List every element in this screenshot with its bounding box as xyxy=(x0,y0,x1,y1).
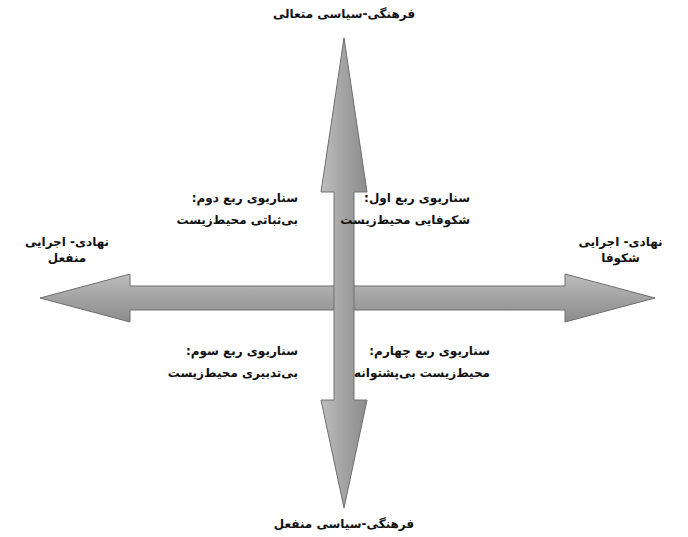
axis-label: نهادی- اجرایی منفعل xyxy=(4,234,130,266)
scenario-heading: سناریوی ربع اول: xyxy=(364,190,470,206)
axis-label: فرهنگی-سیاسی منفعل xyxy=(274,516,414,532)
axis-arrow xyxy=(321,38,367,508)
scenario-heading: سناریوی ربع چهارم: xyxy=(369,343,490,359)
scenario-name: محیط‌زیست بی‌پشتوانه xyxy=(354,365,490,381)
scenario-name: شکوفایی محیط‌زیست xyxy=(340,212,470,228)
scenario-heading: سناریوی ربع دوم: xyxy=(192,190,298,206)
scenario-heading: سناریوی ربع سوم: xyxy=(186,343,298,359)
axis-label: نهادی- اجرایی شکوفا xyxy=(557,234,684,266)
scenario-name: بی‌ثباتی محیط‌زیست xyxy=(176,212,298,228)
axis-label: فرهنگی-سیاسی متعالی xyxy=(273,6,415,22)
scenario-name: بی‌تدبیری محیط‌زیست xyxy=(168,365,298,381)
